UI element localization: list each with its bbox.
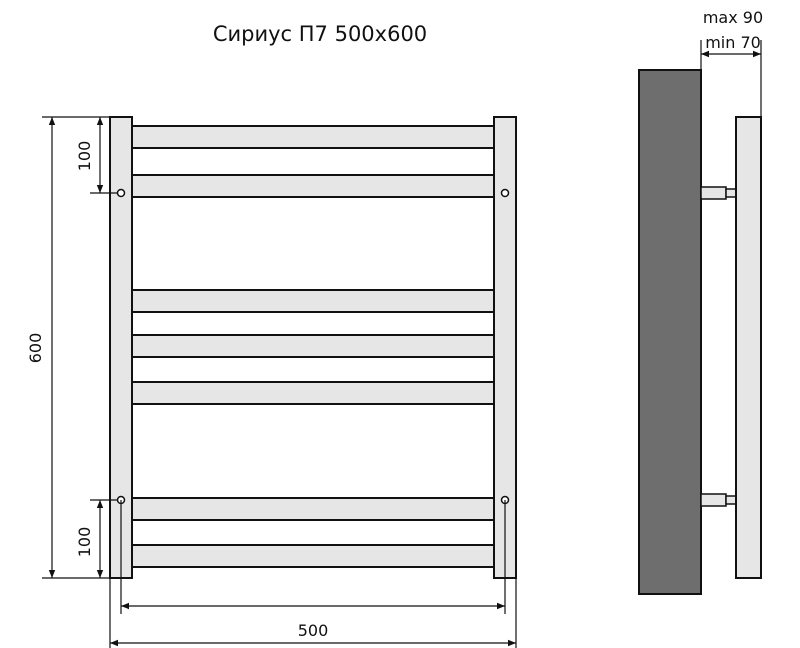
bar-4 <box>131 334 495 358</box>
label-bottom-offset: 100 <box>75 527 94 558</box>
side-view <box>638 69 762 595</box>
label-depth-min: min 70 <box>705 33 761 52</box>
diagram-title: Сириус П7 500х600 <box>212 22 428 46</box>
label-height: 600 <box>26 333 45 364</box>
mount-point-top-left <box>116 188 126 198</box>
wall <box>638 69 702 595</box>
label-top-offset: 100 <box>75 141 94 172</box>
depth-dimension <box>700 40 762 117</box>
bracket-bottom <box>700 493 727 507</box>
bar-1 <box>131 125 495 149</box>
bar-2 <box>131 174 495 198</box>
bracket-top-nut <box>725 188 737 198</box>
front-view <box>109 116 517 579</box>
bracket-bottom-nut <box>725 495 737 505</box>
bar-7 <box>131 544 495 568</box>
radiator-side-profile <box>735 116 762 579</box>
bar-3 <box>131 289 495 313</box>
label-width: 500 <box>298 621 329 640</box>
dimension-lines <box>42 116 517 648</box>
label-depth-max: max 90 <box>703 8 763 27</box>
bracket-top <box>700 186 727 200</box>
bar-5 <box>131 381 495 405</box>
bar-6 <box>131 497 495 521</box>
mount-point-top-right <box>500 188 510 198</box>
